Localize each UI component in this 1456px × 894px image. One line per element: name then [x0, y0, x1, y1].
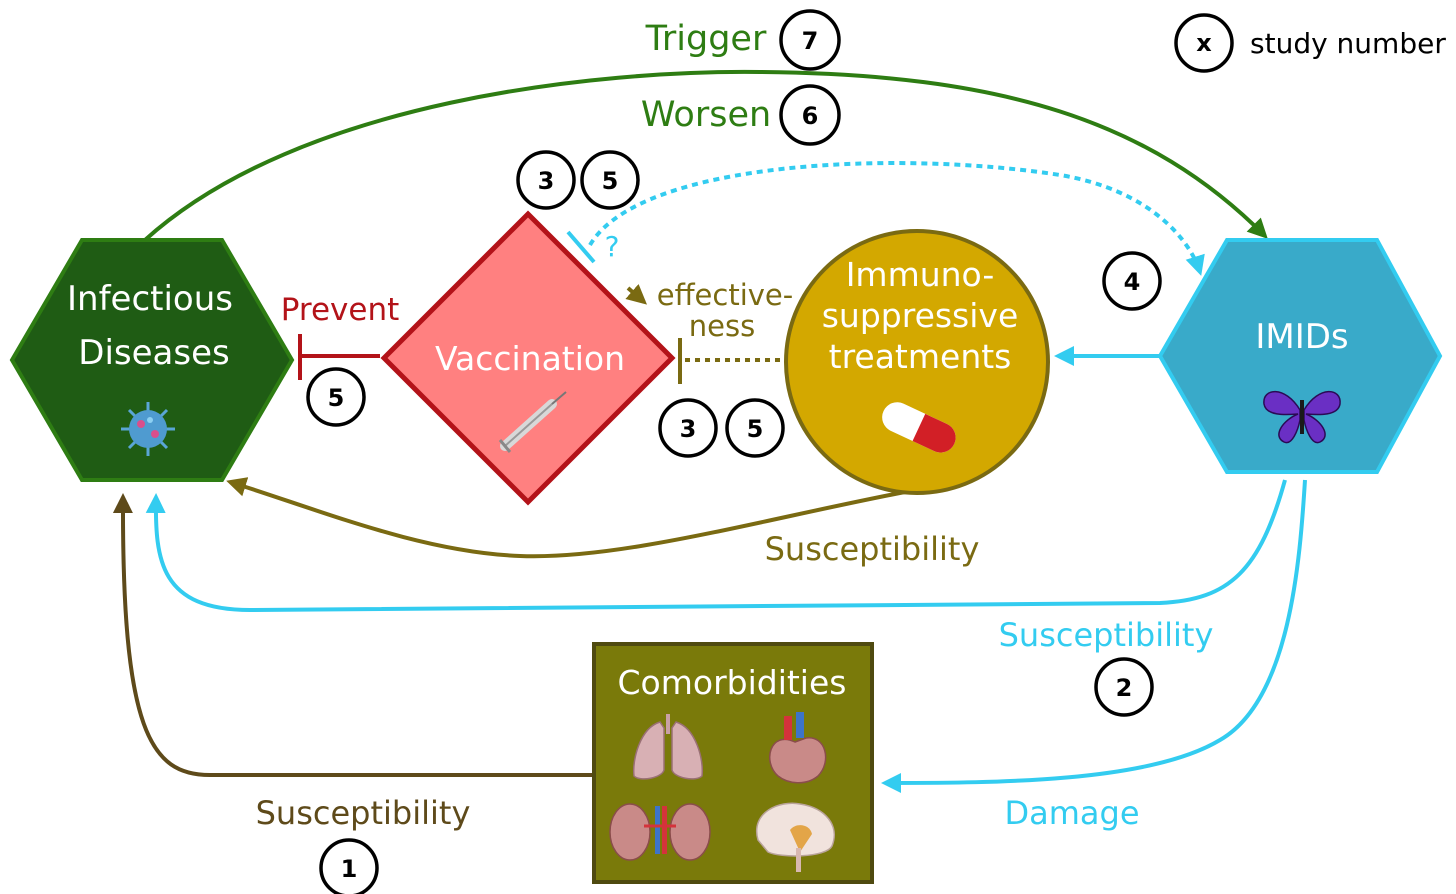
infectious-diseases-node: Infectious Diseases — [9, 238, 295, 482]
study-number-5-effect: 5 — [725, 398, 785, 458]
study-number-5-top: 5 — [580, 150, 640, 210]
legend: x study number — [1174, 13, 1446, 73]
virus-icon — [121, 402, 175, 456]
comorbidities-label: Comorbidities — [618, 663, 847, 702]
decrease-arrow-icon — [625, 283, 648, 305]
uncertain-label: ? — [605, 230, 620, 263]
butterfly-icon — [1263, 390, 1341, 444]
study-number-1: 1 — [319, 838, 379, 894]
comorbidity-susceptibility-arrow — [112, 493, 594, 777]
study-number-2: 2 — [1094, 657, 1154, 717]
svg-text:3: 3 — [680, 415, 697, 443]
study-number-5-prevent: 5 — [306, 367, 366, 427]
heart-icon — [769, 712, 827, 784]
effectiveness-label-1: effective- — [657, 278, 794, 312]
immuno-label-2: suppressive — [822, 296, 1019, 335]
imid-susceptibility-arrow — [145, 479, 1287, 613]
trigger-label: Trigger — [645, 19, 767, 59]
syringe-icon — [498, 391, 567, 453]
treatment-susceptibility-label: Susceptibility — [765, 530, 980, 568]
study-number-3-top: 3 — [516, 150, 576, 210]
comorbidities-node: Comorbidities — [592, 642, 874, 884]
legend-symbol: x — [1196, 29, 1212, 57]
study-number-4: 4 — [1102, 251, 1162, 311]
effectiveness-label-2: ness — [689, 309, 755, 343]
legend-symbol-circle — [1174, 13, 1234, 73]
kidneys-icon — [609, 803, 711, 861]
treatment-susceptibility-arrow — [226, 477, 906, 559]
imid-susceptibility-label: Susceptibility — [999, 616, 1214, 654]
vaccination-inhibit-bar — [566, 230, 596, 264]
svg-text:5: 5 — [602, 167, 619, 195]
study-number-3-effect: 3 — [658, 398, 718, 458]
comorbidity-susceptibility-label: Susceptibility — [256, 794, 471, 832]
imids-label: IMIDs — [1255, 317, 1348, 357]
study-number-7: 7 — [779, 9, 841, 71]
imids-node: IMIDs — [1157, 238, 1443, 474]
svg-text:7: 7 — [802, 27, 819, 55]
svg-text:3: 3 — [538, 167, 555, 195]
infectious-label-2: Diseases — [78, 333, 229, 373]
vaccination-label: Vaccination — [435, 339, 625, 378]
infectious-label-1: Infectious — [67, 279, 233, 319]
lungs-icon — [632, 714, 704, 780]
immuno-label-3: treatments — [829, 337, 1012, 376]
prevent-label: Prevent — [281, 292, 400, 328]
svg-text:4: 4 — [1124, 268, 1141, 296]
pill-icon — [882, 402, 956, 453]
damage-label: Damage — [1004, 794, 1139, 832]
legend-text: study number — [1250, 27, 1446, 60]
immunosuppressive-treatments-node: Immuno- suppressive treatments — [784, 229, 1050, 495]
svg-text:2: 2 — [1116, 674, 1133, 702]
study-number-6: 6 — [779, 84, 841, 146]
worsen-label: Worsen — [641, 95, 771, 135]
svg-text:6: 6 — [802, 102, 819, 130]
damage-arrow — [881, 479, 1307, 793]
vaccination-node: Vaccination — [380, 210, 676, 506]
svg-text:5: 5 — [328, 384, 345, 412]
brain-icon — [755, 802, 835, 872]
vaccination-imid-dotted-arrow — [588, 161, 1205, 276]
trigger-worsen-arrow — [143, 69, 1268, 242]
svg-text:5: 5 — [747, 415, 764, 443]
svg-text:1: 1 — [341, 855, 358, 883]
immuno-label-1: Immuno- — [846, 255, 995, 294]
